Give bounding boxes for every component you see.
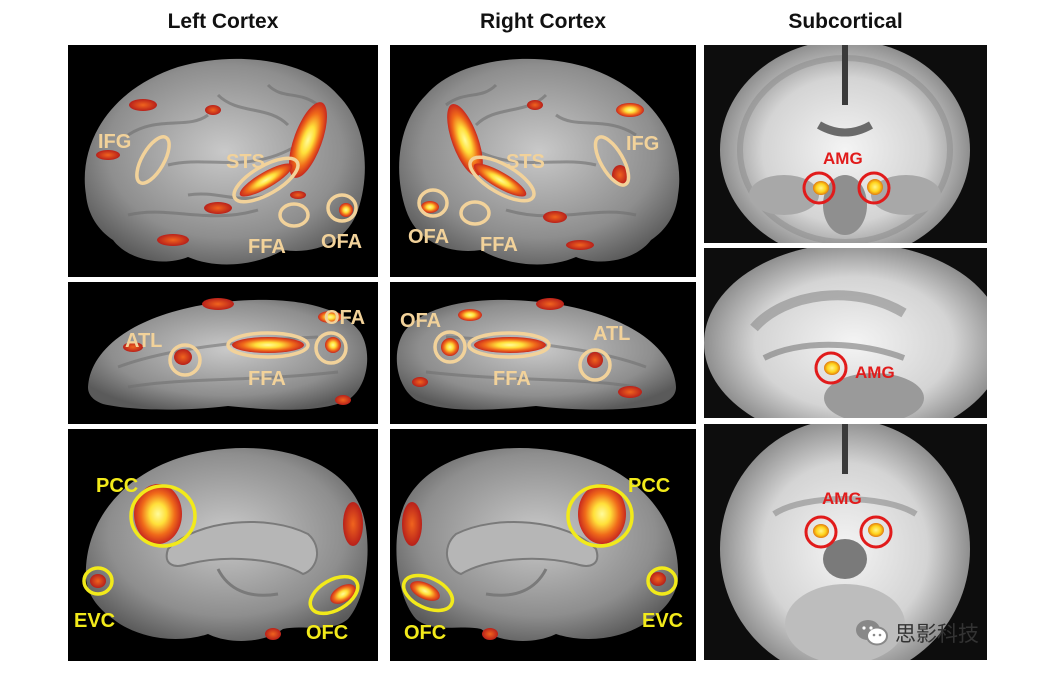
amg-roi-ring-left: [804, 515, 838, 549]
amg-roi-ring: [814, 351, 848, 385]
pcc-roi-ring: [129, 484, 197, 548]
amg-label: AMG: [823, 149, 863, 168]
ifg-label: IFG: [98, 131, 131, 153]
ofc-label: OFC: [306, 622, 348, 644]
evc-roi-ring: [82, 566, 114, 596]
amg-label: AMG: [855, 363, 895, 382]
pcc-label: PCC: [628, 475, 670, 497]
ffa-roi-ring: [278, 202, 310, 228]
ffa-roi-ring: [226, 331, 310, 359]
left-medial-brain: PCC EVC OFC: [74, 448, 368, 644]
right-ventral-panel: OFA FFA ATL: [390, 282, 696, 424]
right-cortex-title: Right Cortex: [480, 10, 606, 33]
ofa-roi-ring: [417, 188, 449, 218]
sts-roi-ring: [232, 156, 300, 204]
coronal-slice: AMG: [720, 45, 970, 243]
ofa-label: OFA: [321, 231, 362, 253]
right-ventral-brain: OFA FFA ATL: [396, 298, 676, 410]
watermark-text: 思影科技: [895, 622, 979, 646]
sts-roi-ring: [468, 155, 536, 203]
ofc-label: OFC: [404, 622, 446, 644]
atl-roi-ring: [168, 343, 202, 377]
wechat-icon: [856, 620, 888, 646]
evc-roi-ring: [646, 566, 678, 596]
ofa-roi-ring: [326, 193, 358, 223]
pcc-roi-ring: [566, 484, 634, 548]
sagittal-slice-panel: AMG: [704, 248, 987, 418]
right-medial-panel: PCC EVC OFC: [390, 429, 696, 661]
ofa-label: OFA: [324, 307, 365, 329]
left-ventral-panel: ATL FFA OFA: [68, 282, 378, 424]
amg-roi-ring-right: [859, 515, 893, 549]
sts-label: STS: [226, 151, 265, 173]
ofa-label: OFA: [400, 310, 441, 332]
amg-roi-ring-left: [802, 171, 836, 205]
ofa-roi-ring: [314, 331, 348, 365]
left-cortex-title: Left Cortex: [167, 10, 279, 33]
right-lateral-panel: IFG STS FFA OFA: [390, 45, 696, 277]
right-medial-brain: PCC EVC OFC: [396, 448, 683, 644]
evc-label: EVC: [642, 610, 683, 632]
coronal-slice-panel: AMG: [704, 45, 987, 243]
ffa-label: FFA: [493, 368, 531, 390]
amg-label: AMG: [822, 489, 862, 508]
sagittal-slice: AMG: [704, 248, 987, 418]
ffa-roi-ring: [467, 331, 551, 359]
ifg-label: IFG: [626, 133, 659, 155]
amg-roi-ring-right: [857, 171, 891, 205]
axial-slice: AMG: [720, 424, 970, 660]
sts-label: STS: [506, 151, 545, 173]
ffa-label: FFA: [248, 236, 286, 258]
ofa-roi-ring: [433, 330, 467, 364]
atl-label: ATL: [593, 323, 630, 345]
left-lateral-panel: IFG STS FFA OFA: [68, 45, 378, 277]
subcortical-title: Subcortical: [788, 10, 903, 33]
left-medial-panel: PCC EVC OFC: [68, 429, 378, 661]
right-lateral-brain: IFG STS FFA OFA: [399, 58, 680, 265]
ffa-label: FFA: [480, 234, 518, 256]
left-ventral-brain: ATL FFA OFA: [88, 298, 368, 410]
evc-label: EVC: [74, 610, 115, 632]
ifg-roi-ring: [135, 135, 171, 185]
ofa-label: OFA: [408, 226, 449, 248]
atl-roi-ring: [578, 348, 612, 382]
axial-slice-panel: AMG: [704, 424, 987, 660]
ffa-label: FFA: [248, 368, 286, 390]
watermark: 思影科技: [855, 617, 979, 649]
atl-label: ATL: [125, 330, 162, 352]
left-lateral-brain: IFG STS FFA OFA: [84, 58, 365, 265]
ofc-roi-ring: [308, 574, 360, 616]
pcc-label: PCC: [96, 475, 138, 497]
ifg-roi-ring: [593, 135, 631, 187]
ofc-roi-ring: [401, 573, 455, 613]
ffa-roi-ring: [459, 200, 491, 226]
